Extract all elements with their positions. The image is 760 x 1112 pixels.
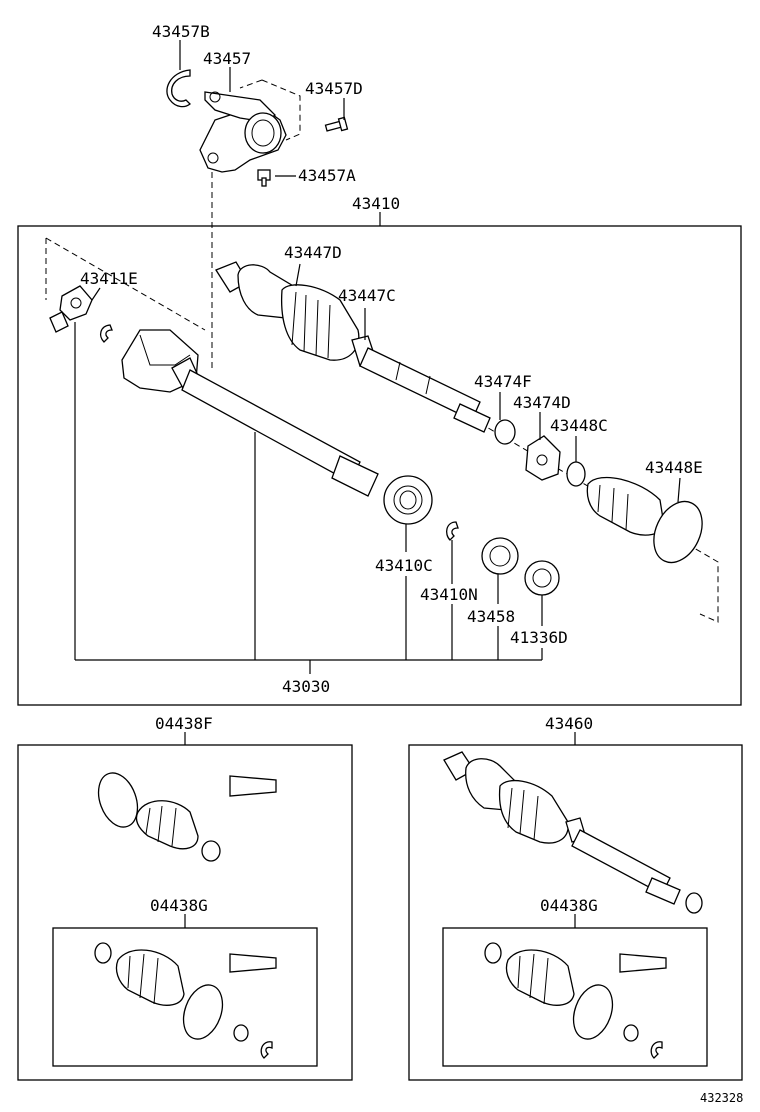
label-43030: 43030 (282, 677, 330, 696)
label-43410N: 43410N (420, 585, 478, 604)
snap-ring-43410N (445, 521, 459, 541)
label-04438G-left: 04438G (150, 896, 208, 915)
label-43457B: 43457B (152, 22, 210, 41)
label-43448C: 43448C (550, 416, 608, 435)
label-04438F: 04438F (155, 714, 213, 733)
seal-43458 (481, 537, 519, 575)
bolt-43457D (324, 116, 349, 132)
label-43457A: 43457A (298, 166, 356, 185)
leader-43448E (677, 477, 681, 503)
bolt-43457A (257, 169, 271, 187)
label-43447D: 43447D (284, 243, 342, 262)
label-43410: 43410 (352, 194, 400, 213)
ring-43474F (494, 419, 516, 445)
boot-43448E (586, 476, 703, 564)
leader-tree-43030 (74, 322, 543, 674)
outer-cv-joint-43447D (215, 261, 377, 367)
damper-43474D (525, 435, 561, 481)
tripod-43411E (49, 285, 93, 333)
label-43460: 43460 (545, 714, 593, 733)
label-43458: 43458 (467, 607, 515, 626)
kit-04438G-right-parts (484, 942, 667, 1059)
bearing-43410C (383, 475, 433, 525)
kit-43460-parts (443, 751, 703, 914)
seal-41336D (524, 560, 560, 596)
label-43474F: 43474F (474, 372, 532, 391)
label-43474D: 43474D (513, 393, 571, 412)
snap-ring-tripod (99, 324, 113, 343)
label-04438G-right: 04438G (540, 896, 598, 915)
diagram-id: 432328 (700, 1091, 743, 1105)
label-41336D: 41336D (510, 628, 568, 647)
kit-04438G-left-parts (94, 942, 277, 1059)
leader-43411E (91, 287, 101, 301)
assembly-outline-dash (45, 237, 719, 623)
label-43447C: 43447C (338, 286, 396, 305)
label-43448E: 43448E (645, 458, 703, 477)
snap-ring-43457B (166, 69, 191, 108)
clamp-43448C (566, 461, 586, 487)
kit-04438F-parts (97, 772, 277, 862)
kit-frame-04438G-right (442, 927, 708, 1067)
label-43410C: 43410C (375, 556, 433, 575)
label-43457D: 43457D (305, 79, 363, 98)
label-43457: 43457 (203, 49, 251, 68)
leader-43447D (295, 263, 301, 287)
inner-shaft (181, 369, 379, 497)
outer-shaft (359, 347, 491, 433)
kit-frame-04438G-left (52, 927, 318, 1067)
bearing-bracket-43457 (199, 79, 301, 173)
label-43411E: 43411E (80, 269, 138, 288)
